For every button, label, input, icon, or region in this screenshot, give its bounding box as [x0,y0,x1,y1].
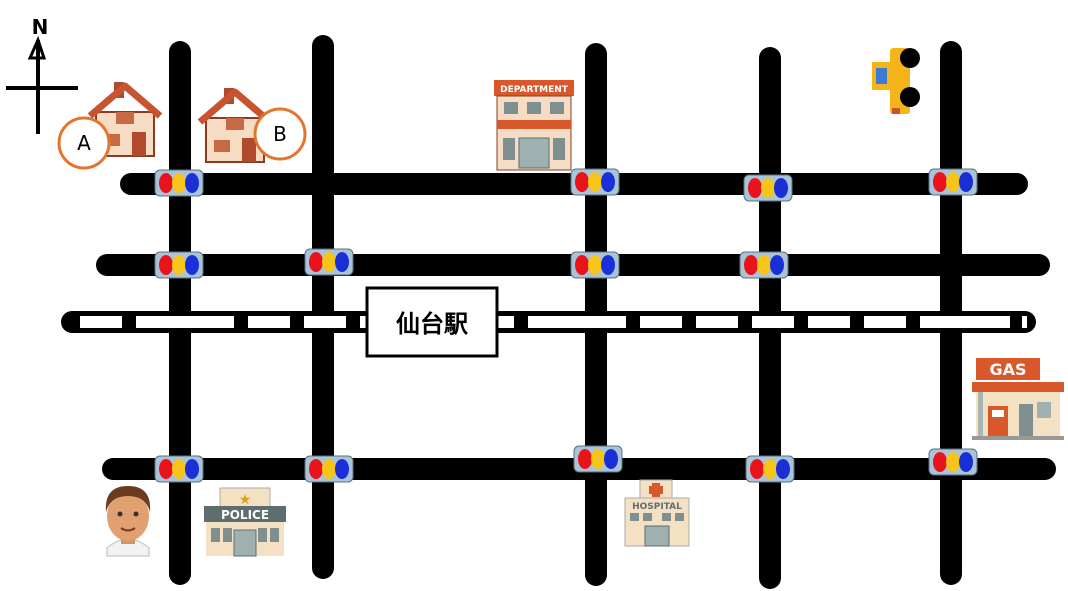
station-sign: 仙台駅 [365,286,499,358]
traffic-light-icon [304,455,354,483]
traffic-light-icon [154,251,204,279]
traffic-light-icon [928,168,978,196]
house-marker-b: B [253,107,307,161]
police-station-icon: ★ POLICE [204,487,286,557]
car-icon [872,48,920,114]
house-label-a: A [77,131,91,155]
gas-station-icon: GAS [972,358,1064,440]
police-star: ★ [239,492,252,508]
compass-icon: N [6,15,78,134]
traffic-light-icon [154,169,204,197]
traffic-light-icon [743,174,793,202]
department-store-icon: DEPARTMENT [494,80,574,171]
traffic-light-icon [154,455,204,483]
hospital-icon: HOSPITAL [624,479,690,547]
gas-label: GAS [989,360,1026,379]
department-label: DEPARTMENT [500,85,569,95]
traffic-light-icon [745,455,795,483]
railway [61,311,1036,333]
traffic-light-icon [573,445,623,473]
traffic-light-icon [570,251,620,279]
house-marker-a: A [57,116,111,170]
person-icon [105,486,151,557]
station-name: 仙台駅 [396,310,468,338]
police-label: POLICE [221,508,269,522]
house-label-b: B [273,122,287,146]
traffic-light-icon [304,248,354,276]
north-label: N [32,15,49,39]
hospital-label: HOSPITAL [632,502,682,512]
traffic-light-icon [739,251,789,279]
traffic-light-icon [570,168,620,196]
traffic-light-icon [928,448,978,476]
